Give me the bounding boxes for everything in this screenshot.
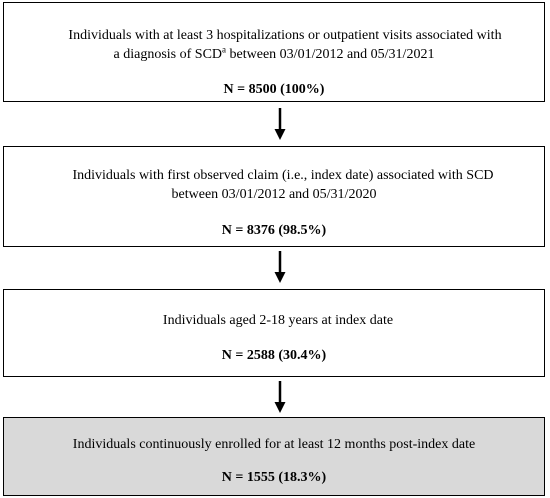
down-arrow-icon [274, 108, 286, 140]
box-1-criteria-line-1: Individuals with at least 3 hospitalizat… [68, 28, 502, 43]
box-3-count: N = 2588 (30.4%) [221, 348, 327, 363]
flow-box-initial-cohort: Individuals with at least 3 hospitalizat… [3, 2, 545, 102]
box-2-count: N = 8376 (98.5%) [221, 223, 327, 238]
flow-box-final-cohort: Individuals continuously enrolled for at… [3, 417, 545, 496]
down-arrow-icon [274, 251, 286, 283]
box-1-criteria-date-range: between 03/01/2012 and 05/31/2021 [226, 47, 435, 62]
box-4-criteria-line-1: Individuals continuously enrolled for at… [72, 437, 476, 452]
box-1-count: N = 8500 (100%) [223, 82, 325, 97]
box-1-criteria-line-2: a diagnosis of SCDa between 03/01/2012 a… [4, 44, 544, 63]
down-arrow-icon [274, 381, 286, 413]
flow-box-age-criteria: Individuals aged 2-18 years at index dat… [3, 289, 545, 377]
box-2-criteria-line-1: Individuals with first observed claim (i… [72, 168, 494, 183]
box-3-criteria-line-1: Individuals aged 2-18 years at index dat… [162, 313, 394, 328]
box-4-count: N = 1555 (18.3%) [221, 470, 327, 485]
flow-box-index-date: Individuals with first observed claim (i… [3, 146, 545, 247]
box-2-criteria-line-2: between 03/01/2012 and 05/31/2020 [171, 187, 377, 202]
box-1-footnote-marker: a [222, 44, 227, 55]
box-1-criteria-text: a diagnosis of SCD [113, 47, 223, 62]
